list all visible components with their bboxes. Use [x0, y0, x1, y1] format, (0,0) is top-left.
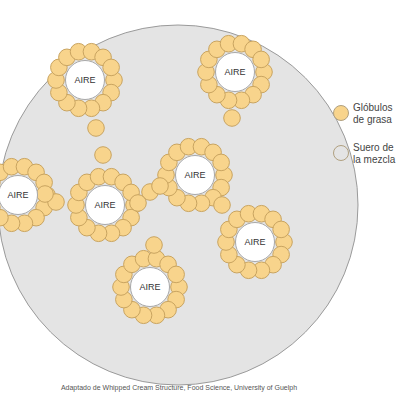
caption: Adaptado de Whipped Cream Structure, Foo… — [0, 384, 358, 391]
fat-globule — [273, 221, 290, 238]
legend-text: Glóbulos de grasa — [353, 102, 397, 126]
bubble-label: AIRE — [244, 237, 265, 247]
legend-text: Suero de la mezcla — [353, 142, 397, 166]
legend-swatch — [333, 145, 349, 161]
fat-globule — [95, 147, 112, 164]
fat-globule — [213, 154, 230, 171]
air-bubble: AIRE — [175, 155, 215, 195]
air-bubble: AIRE — [65, 60, 105, 100]
bubble-label: AIRE — [94, 200, 115, 210]
bubble-label: AIRE — [184, 170, 205, 180]
fat-globule — [146, 237, 163, 254]
foam-region — [0, 25, 358, 385]
air-bubble: AIRE — [85, 185, 125, 225]
fat-globule — [168, 266, 185, 283]
fat-globule — [88, 120, 105, 137]
fat-globule — [224, 110, 241, 127]
fat-globules — [0, 35, 292, 323]
legend-swatch — [333, 105, 349, 121]
bubble-label: AIRE — [7, 190, 28, 200]
fat-globule — [130, 195, 147, 212]
air-bubble: AIRE — [235, 222, 275, 262]
fat-globule — [37, 186, 54, 203]
air-bubble: AIRE — [130, 267, 170, 307]
fat-globule — [214, 197, 231, 214]
bubble-label: AIRE — [74, 75, 95, 85]
fat-globule — [253, 51, 270, 68]
air-bubble: AIRE — [215, 52, 255, 92]
bubble-label: AIRE — [139, 282, 160, 292]
fat-globule — [103, 59, 120, 76]
fat-globule — [152, 178, 169, 195]
bubble-label: AIRE — [224, 67, 245, 77]
